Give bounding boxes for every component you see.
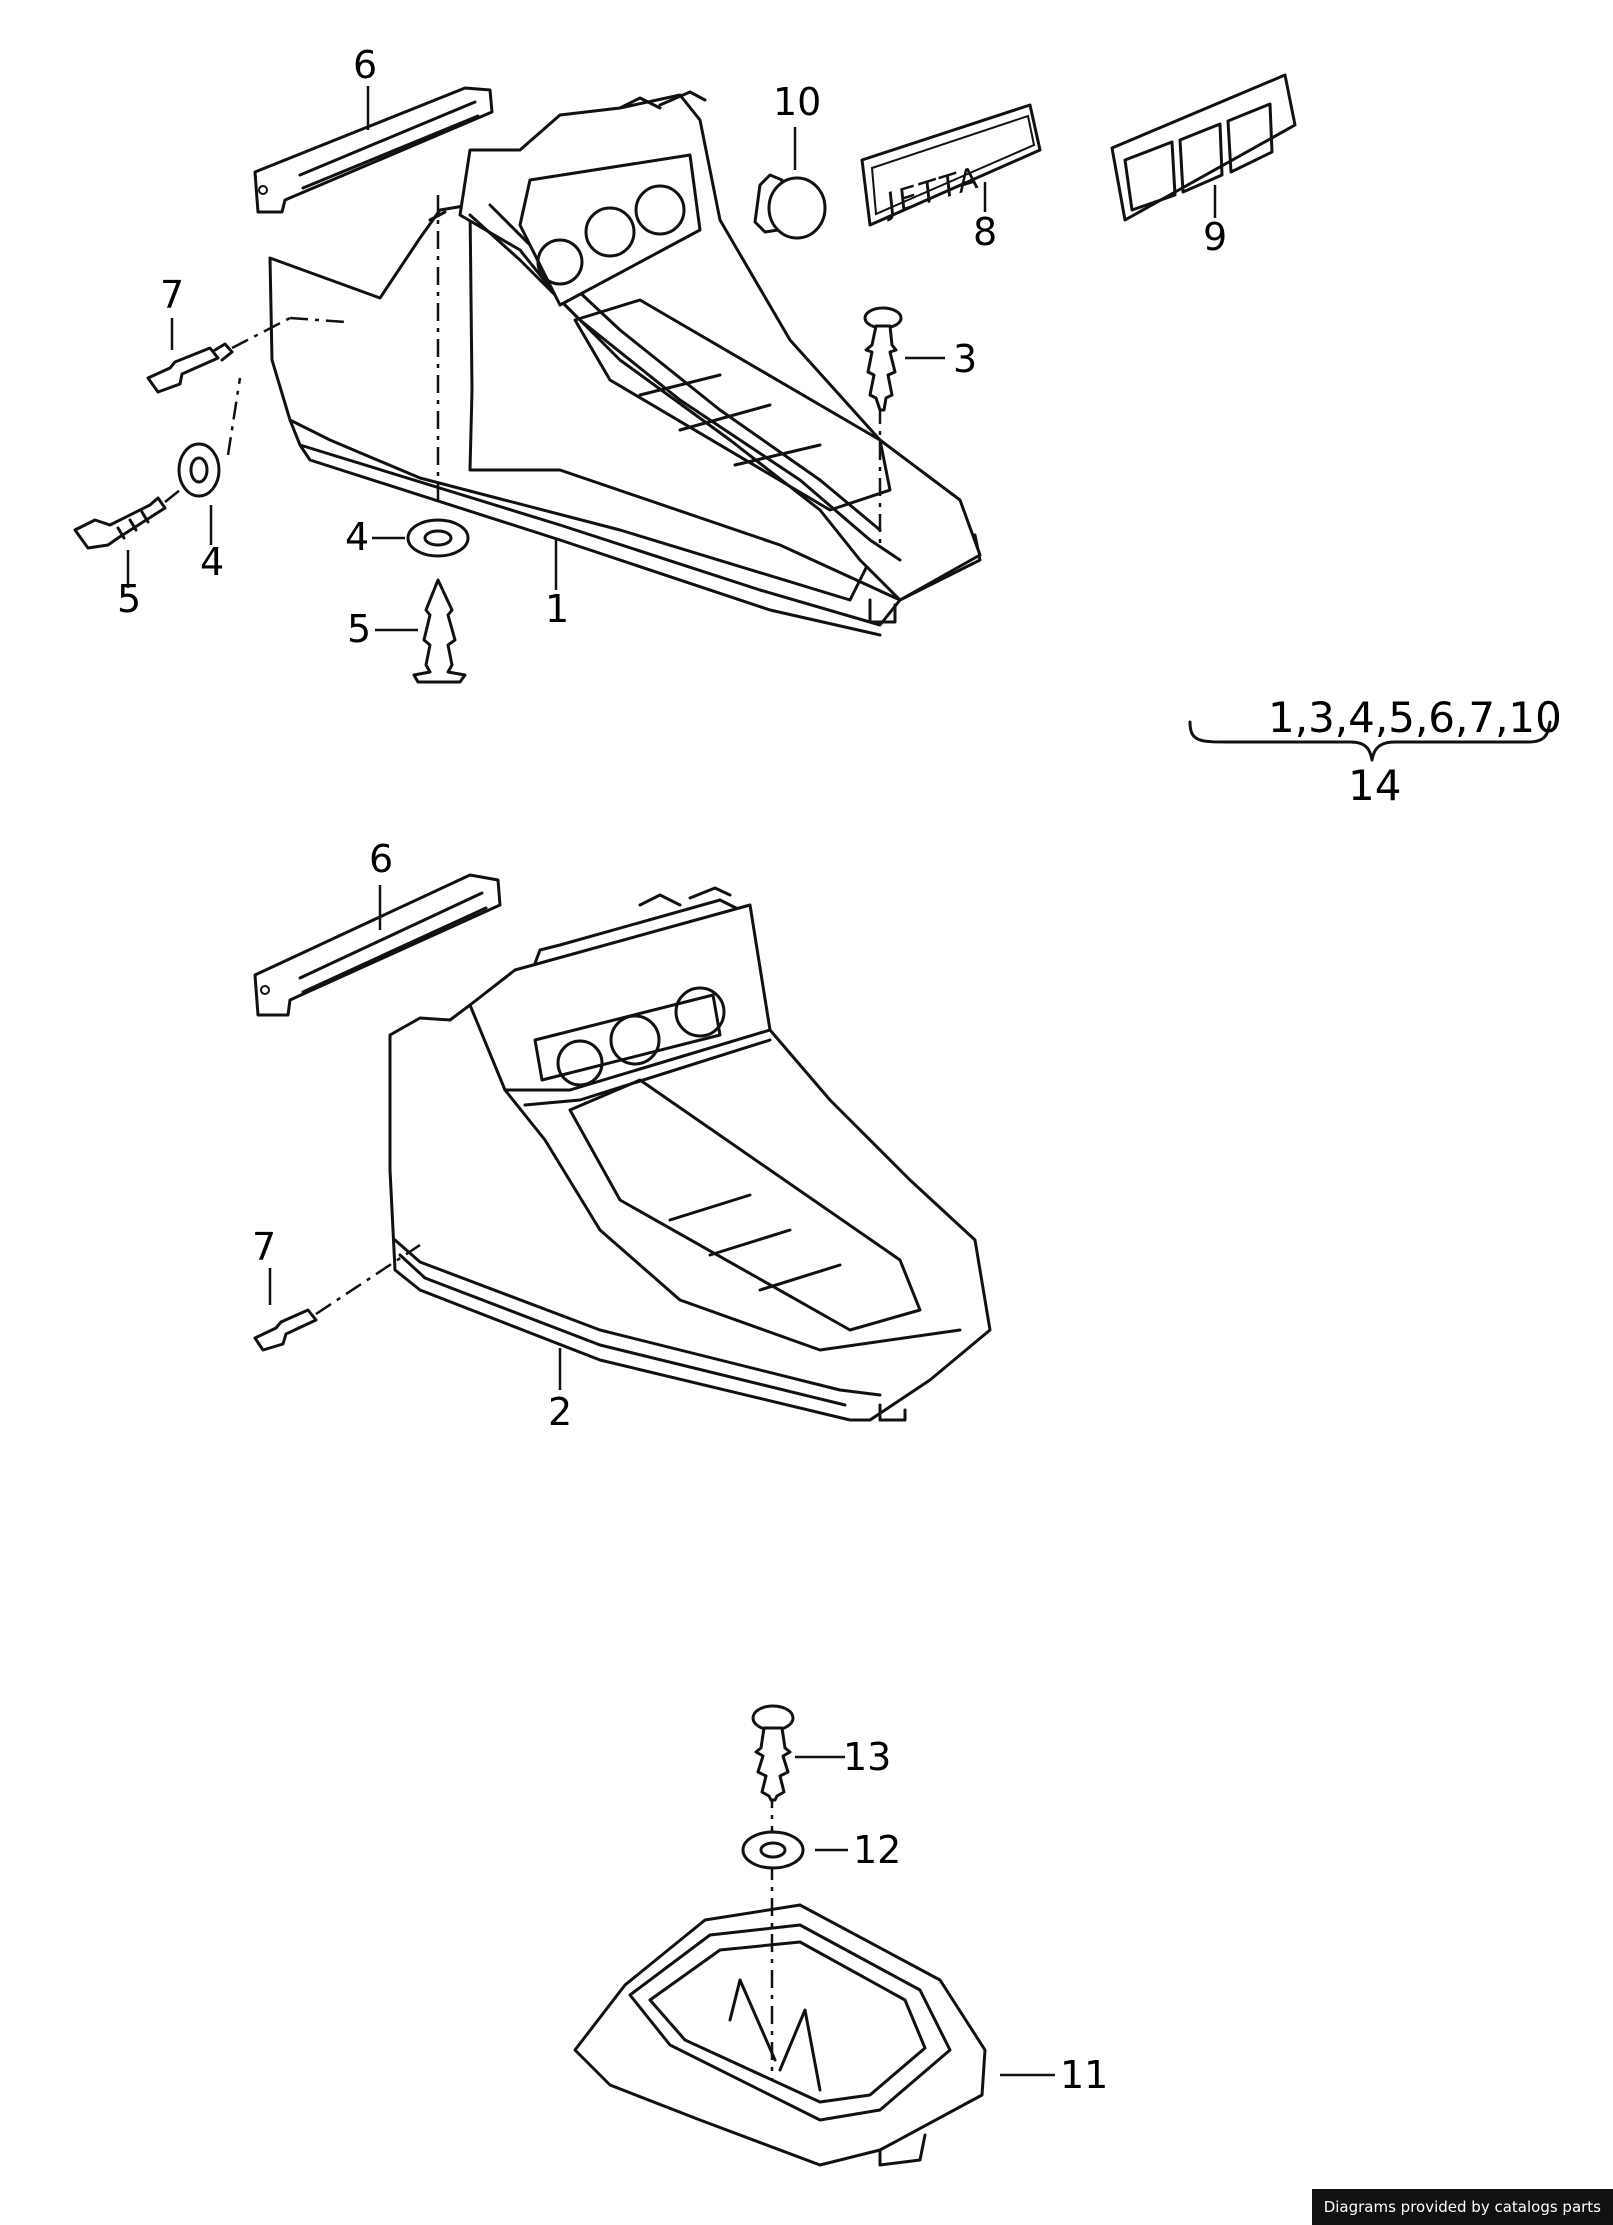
callout-label: 4 xyxy=(345,515,369,559)
callout-label: 2 xyxy=(548,1390,572,1434)
center-console-1-drawing xyxy=(268,90,982,637)
clip-7-top-drawing xyxy=(146,316,346,394)
group-brace-drawing xyxy=(1188,720,1552,762)
callout-label: 1 xyxy=(545,587,569,631)
callout-label: 3 xyxy=(953,337,977,381)
callout-label: 7 xyxy=(252,1225,276,1269)
callout-label: 12 xyxy=(853,1828,901,1872)
callout-label: 4 xyxy=(200,540,224,584)
callout-label: 6 xyxy=(369,837,393,881)
bracket-6-top-drawing xyxy=(253,86,494,214)
diagram-credit-badge: Diagrams provided by catalogs parts xyxy=(1311,2189,1613,2225)
washer-screw-mid-drawing xyxy=(372,518,470,684)
callout-label: 5 xyxy=(117,577,141,621)
washer-screw-left-drawing xyxy=(73,377,242,588)
callout-label: 7 xyxy=(160,273,184,317)
cap-10-drawing xyxy=(753,127,827,240)
callout-label: 8 xyxy=(973,210,997,254)
shift-cover-11-drawing xyxy=(573,1718,1055,2167)
callout-label: 9 xyxy=(1203,215,1227,259)
group-parts-label: 1,3,4,5,6,7,10 xyxy=(1268,693,1562,742)
screw-3-drawing xyxy=(863,306,945,412)
frame-9-drawing xyxy=(1110,73,1297,222)
callout-label: 11 xyxy=(1060,2053,1108,2097)
callout-label: 13 xyxy=(843,1735,891,1779)
group-total-label: 14 xyxy=(1348,761,1401,810)
callout-label: 6 xyxy=(353,43,377,87)
bracket-6-mid-drawing xyxy=(253,873,502,1017)
emblem-8-drawing xyxy=(860,103,1042,227)
washer-12-drawing xyxy=(741,1830,848,1870)
callout-label: 5 xyxy=(347,607,371,651)
clip-7-mid-drawing xyxy=(253,1243,421,1352)
callout-label: 10 xyxy=(773,80,821,124)
center-console-2-drawing xyxy=(388,886,992,1422)
screw-13-drawing xyxy=(751,1704,845,1802)
